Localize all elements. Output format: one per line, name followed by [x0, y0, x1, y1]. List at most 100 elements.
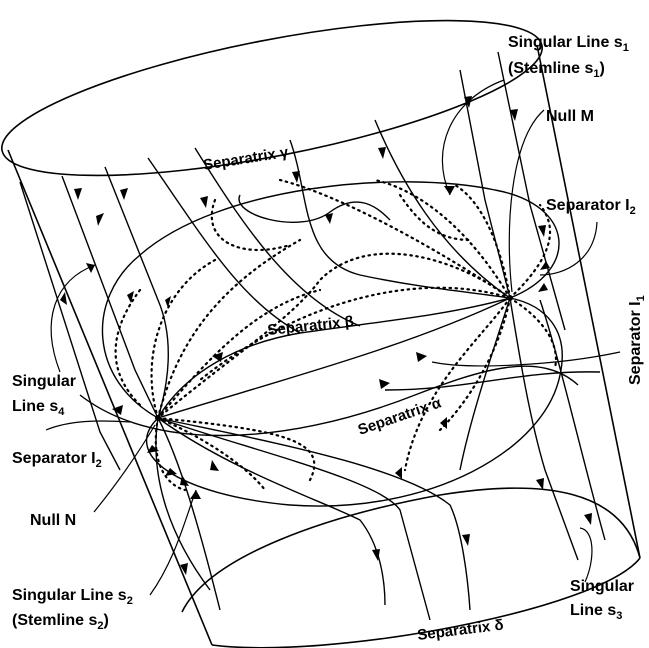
label-separator-i1: Separator I1 — [627, 295, 647, 385]
dotted-line — [403, 296, 512, 472]
leader-s1-arrow — [444, 186, 455, 195]
inner-surface-beta — [157, 297, 511, 419]
dotted-line — [398, 193, 472, 242]
field-line — [238, 194, 391, 223]
separatrix-surfaces — [79, 181, 579, 507]
leader-lines — [45, 79, 621, 596]
label-separatrix-gamma: Separatrix γ — [202, 144, 290, 174]
cylinder-right-wall — [536, 44, 641, 559]
leader-null-m — [508, 109, 545, 293]
arrowhead — [112, 405, 123, 415]
dotted-line — [156, 252, 512, 420]
arrowhead — [325, 213, 333, 224]
dotted-line — [114, 288, 142, 407]
leader-null-n — [93, 424, 156, 513]
arrowhead — [60, 292, 67, 305]
arrowhead — [165, 468, 177, 476]
dotted-line — [373, 178, 512, 300]
arrowhead — [462, 534, 470, 546]
field-line — [194, 147, 361, 327]
label-null-n: Null N — [30, 512, 76, 529]
field-line — [374, 119, 511, 299]
cylinder-top-ellipse — [1, 19, 543, 177]
arrowhead — [372, 549, 380, 561]
leader-separator-i1 — [431, 351, 621, 367]
field-line — [147, 157, 301, 334]
leader-separator-i2-top — [539, 221, 598, 276]
cylinder-left-wall — [7, 149, 213, 646]
field-line — [539, 299, 606, 541]
label-stemline-s1: (Stemline s1) — [508, 60, 605, 80]
inner-surface-alpha — [157, 297, 511, 419]
dotted-line — [150, 258, 217, 420]
field-line — [289, 139, 511, 299]
leader-s2-arrow — [190, 490, 201, 499]
field-line — [459, 69, 511, 299]
dotted-line — [438, 296, 512, 432]
dotted-line — [154, 416, 187, 492]
cylinder-bottom-back-arc — [181, 487, 641, 613]
dotted-line — [156, 288, 322, 420]
arrowhead — [292, 171, 300, 183]
leader-s2 — [149, 489, 197, 596]
label-singular-s4-line2: Line s4 — [12, 398, 65, 418]
arrowhead — [584, 513, 592, 525]
dotted-line — [210, 198, 292, 252]
arrowhead — [510, 109, 518, 121]
leader-s1 — [441, 79, 505, 196]
arrowhead — [212, 352, 223, 362]
label-stemline-s2: (Stemline s2) — [12, 612, 109, 632]
arrowhead — [74, 188, 82, 200]
arrowheads — [60, 96, 592, 575]
leader-separator-i2-left — [45, 420, 131, 431]
label-separator-i2-top: Separator I2 — [546, 197, 636, 217]
field-line — [157, 417, 471, 611]
arrowhead — [180, 475, 189, 486]
arrowhead — [538, 225, 546, 237]
arrowhead — [200, 196, 208, 208]
label-singular-s3-line1: Singular — [570, 578, 634, 595]
field-line — [61, 175, 159, 419]
arrowhead — [127, 291, 134, 303]
dotted-line — [198, 286, 512, 382]
arrowhead — [540, 261, 550, 270]
dotted-line — [278, 178, 512, 300]
dotted-line — [156, 416, 316, 482]
label-null-m: Null M — [546, 108, 594, 125]
front-rim-curve — [79, 365, 579, 437]
label-separatrix-beta: Separatrix β — [267, 313, 355, 339]
arrowhead — [180, 563, 188, 575]
dotted-line — [508, 296, 557, 370]
field-line — [104, 166, 169, 419]
dotted-line — [453, 183, 512, 300]
arrowhead — [440, 417, 447, 429]
field-line — [509, 297, 579, 561]
label-singular-line-s1: Singular Line s1 — [508, 34, 629, 54]
field-line — [384, 371, 601, 391]
label-singular-line-s2: Singular Line s2 — [12, 587, 133, 607]
arrowhead — [147, 445, 159, 453]
arrowhead — [536, 478, 544, 490]
leader-s4 — [50, 264, 96, 373]
field-line — [155, 417, 211, 591]
null-m-point — [507, 295, 513, 301]
field-line — [459, 297, 511, 471]
arrowhead — [210, 460, 219, 471]
field-line — [497, 51, 566, 331]
dotted-line — [156, 238, 302, 420]
field-line — [157, 417, 221, 611]
field-lines — [19, 51, 606, 621]
arrowhead — [538, 283, 548, 292]
label-singular-s3-line2: Line s3 — [570, 602, 622, 622]
lower-surface — [145, 297, 563, 507]
arrowhead — [165, 296, 171, 308]
arrowhead — [378, 147, 386, 159]
field-line — [19, 181, 121, 471]
label-separator-i2-left: Separator I2 — [12, 450, 102, 470]
arrowhead — [120, 188, 128, 200]
arrowhead — [96, 213, 104, 226]
dotted-line — [156, 416, 267, 492]
arrowhead — [416, 352, 427, 362]
